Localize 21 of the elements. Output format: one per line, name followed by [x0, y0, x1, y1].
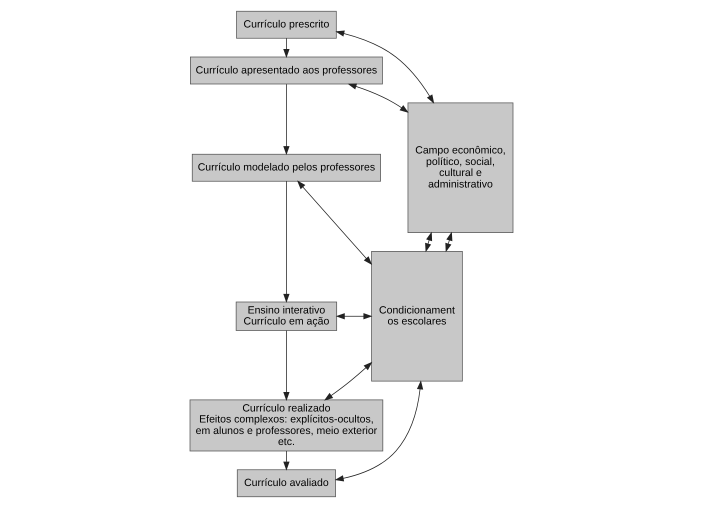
- node-box: Campo econômico, político, social, cultural e administrativo: [408, 102, 514, 233]
- node-box: Currículo modelado pelos professores: [192, 154, 381, 182]
- arrow: [348, 83, 409, 113]
- node-box: Condicionamentos escolares: [371, 251, 463, 382]
- node-box: Currículo avaliado: [236, 469, 336, 498]
- node-box: Ensino interativo Currículo em ação: [236, 302, 338, 331]
- node-box: Currículo apresentado aos professores: [190, 56, 383, 84]
- arrow: [283, 38, 290, 58]
- node-box: Currículo prescrito: [236, 10, 337, 39]
- arrow: [283, 450, 290, 471]
- arrow: [425, 232, 432, 252]
- arrow: [445, 232, 452, 252]
- arrow: [335, 30, 434, 104]
- node-box: Currículo realizado Efeitos complexos: explícitos-ocultos, em alunos e professores, meio exterior etc.: [190, 400, 384, 452]
- arrow: [283, 180, 290, 303]
- arrow: [324, 362, 372, 401]
- arrow: [283, 330, 290, 402]
- arrow: [297, 180, 372, 266]
- arrow: [334, 380, 424, 482]
- arrow: [336, 313, 372, 320]
- arrow: [283, 84, 290, 156]
